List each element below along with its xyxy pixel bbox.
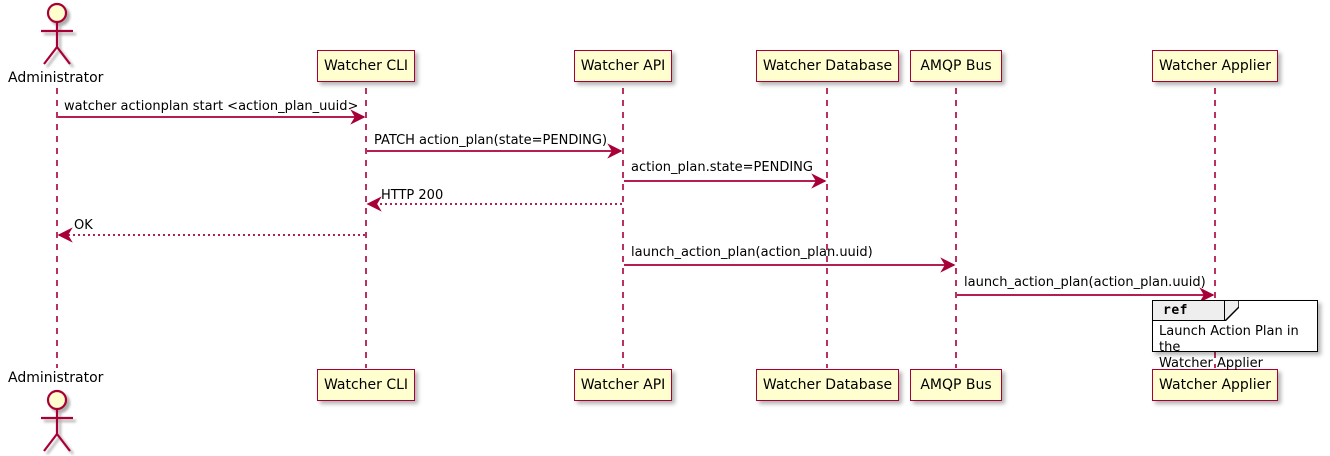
message-label-7: launch_action_plan(action_plan.uuid) bbox=[964, 275, 1206, 290]
message-label-4: HTTP 200 bbox=[381, 188, 444, 203]
ref-fragment-body: Launch Action Plan in the Watcher Applie… bbox=[1159, 324, 1317, 372]
participant-box-watcher-api-top[interactable]: Watcher API bbox=[574, 50, 672, 82]
message-label-2: PATCH action_plan(state=PENDING) bbox=[374, 133, 608, 148]
actor-head-icon bbox=[46, 2, 68, 24]
ref-fragment-keyword-tab: ref bbox=[1153, 301, 1225, 321]
participant-label: Watcher Database bbox=[762, 377, 893, 393]
message-label-5: OK bbox=[74, 218, 93, 233]
actor-leg-left bbox=[43, 46, 58, 65]
participant-label: AMQP Bus bbox=[920, 377, 992, 393]
actor-leg-right bbox=[56, 46, 71, 65]
participant-label: Watcher CLI bbox=[323, 377, 409, 393]
ref-keyword-label: ref bbox=[1163, 303, 1188, 318]
participant-box-watcher-cli-bottom[interactable]: Watcher CLI bbox=[317, 369, 415, 401]
participant-box-amqp-bus-top[interactable]: AMQP Bus bbox=[910, 50, 1002, 82]
participant-label: Watcher CLI bbox=[323, 58, 409, 74]
participant-label: Watcher Database bbox=[762, 58, 893, 74]
participant-box-watcher-database-top[interactable]: Watcher Database bbox=[756, 50, 899, 82]
actor-head-icon bbox=[46, 389, 68, 411]
participant-label: Watcher API bbox=[580, 58, 666, 74]
participant-label: AMQP Bus bbox=[920, 58, 992, 74]
participant-box-watcher-cli-top[interactable]: Watcher CLI bbox=[317, 50, 415, 82]
participant-box-watcher-api-bottom[interactable]: Watcher API bbox=[574, 369, 672, 401]
actor-label-administrator-bottom: Administrator bbox=[8, 370, 104, 386]
participant-box-amqp-bus-bottom[interactable]: AMQP Bus bbox=[910, 369, 1002, 401]
actor-administrator-bottom bbox=[41, 389, 73, 452]
participant-label: Watcher Applier bbox=[1159, 377, 1271, 393]
actor-leg-right bbox=[56, 433, 71, 452]
ref-body-line-2: Watcher Applier bbox=[1159, 356, 1263, 371]
ref-fragment[interactable]: ref Launch Action Plan in the Watcher Ap… bbox=[1152, 300, 1318, 371]
ref-tab-corner-icon bbox=[1225, 301, 1239, 321]
actor-label-administrator-top: Administrator bbox=[8, 70, 104, 86]
participant-box-watcher-applier-bottom[interactable]: Watcher Applier bbox=[1152, 369, 1278, 401]
message-arrows bbox=[57, 109, 1215, 303]
participant-label: Watcher API bbox=[580, 377, 666, 393]
participant-label: Watcher Applier bbox=[1159, 58, 1271, 74]
ref-body-line-1: Launch Action Plan in the bbox=[1159, 324, 1299, 355]
participant-box-watcher-applier-top[interactable]: Watcher Applier bbox=[1152, 50, 1278, 82]
participant-box-watcher-database-bottom[interactable]: Watcher Database bbox=[756, 369, 899, 401]
actor-leg-left bbox=[43, 433, 58, 452]
message-label-6: launch_action_plan(action_plan.uuid) bbox=[631, 245, 873, 260]
lifelines bbox=[56, 88, 1216, 368]
message-label-1: watcher actionplan start <action_plan_uu… bbox=[64, 99, 359, 114]
actor-administrator-top bbox=[41, 2, 73, 65]
message-label-3: action_plan.state=PENDING bbox=[631, 160, 813, 175]
